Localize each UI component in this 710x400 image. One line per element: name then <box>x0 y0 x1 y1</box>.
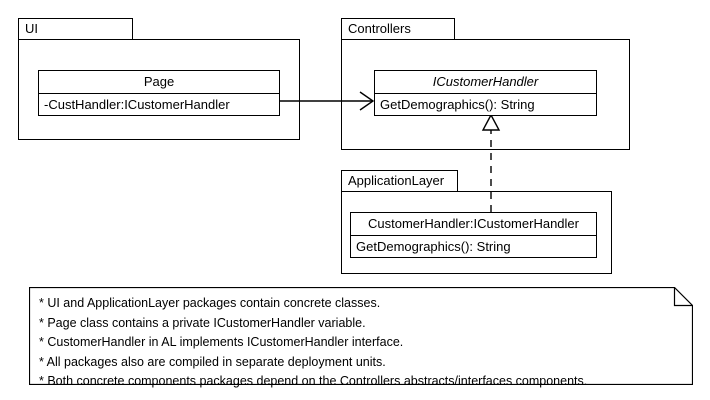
interface-method-getdemographics: GetDemographics(): String <box>380 97 535 112</box>
note-line-2: * Page class contains a private ICustome… <box>39 315 366 330</box>
diagram-note[interactable]: * UI and ApplicationLayer packages conta… <box>29 287 693 388</box>
package-label-applicationlayer: ApplicationLayer <box>348 173 445 188</box>
class-box-page[interactable]: Page -CustHandler:ICustomerHandler <box>38 70 280 116</box>
class-name-page: Page <box>39 71 279 94</box>
note-line-1: * UI and ApplicationLayer packages conta… <box>39 296 381 310</box>
note-line-5: * Both concrete components packages depe… <box>39 374 588 389</box>
connector-customerhandler-realizes-icustomerhandler <box>476 112 506 216</box>
note-line-4: * All packages also are compiled in sepa… <box>39 354 386 369</box>
package-label-controllers: Controllers <box>348 21 411 36</box>
class-method-getdemographics: GetDemographics(): String <box>356 239 511 254</box>
interface-name-icustomerhandler: ICustomerHandler <box>375 71 596 94</box>
package-tab-ui[interactable]: UI <box>18 18 133 40</box>
note-line-3: * CustomerHandler in AL implements ICust… <box>39 335 404 350</box>
connector-page-to-icustomerhandler <box>280 88 376 114</box>
diagram-note-text: * UI and ApplicationLayer packages conta… <box>39 294 587 392</box>
class-box-icustomerhandler[interactable]: ICustomerHandler GetDemographics(): Stri… <box>374 70 597 116</box>
package-label-ui: UI <box>25 21 38 36</box>
class-name-customerhandler: CustomerHandler:ICustomerHandler <box>351 213 596 236</box>
package-tab-controllers[interactable]: Controllers <box>341 18 455 40</box>
package-tab-applicationlayer[interactable]: ApplicationLayer <box>341 170 458 192</box>
class-box-customerhandler[interactable]: CustomerHandler:ICustomerHandler GetDemo… <box>350 212 597 258</box>
class-member-page-custhandler: -CustHandler:ICustomerHandler <box>44 97 230 112</box>
